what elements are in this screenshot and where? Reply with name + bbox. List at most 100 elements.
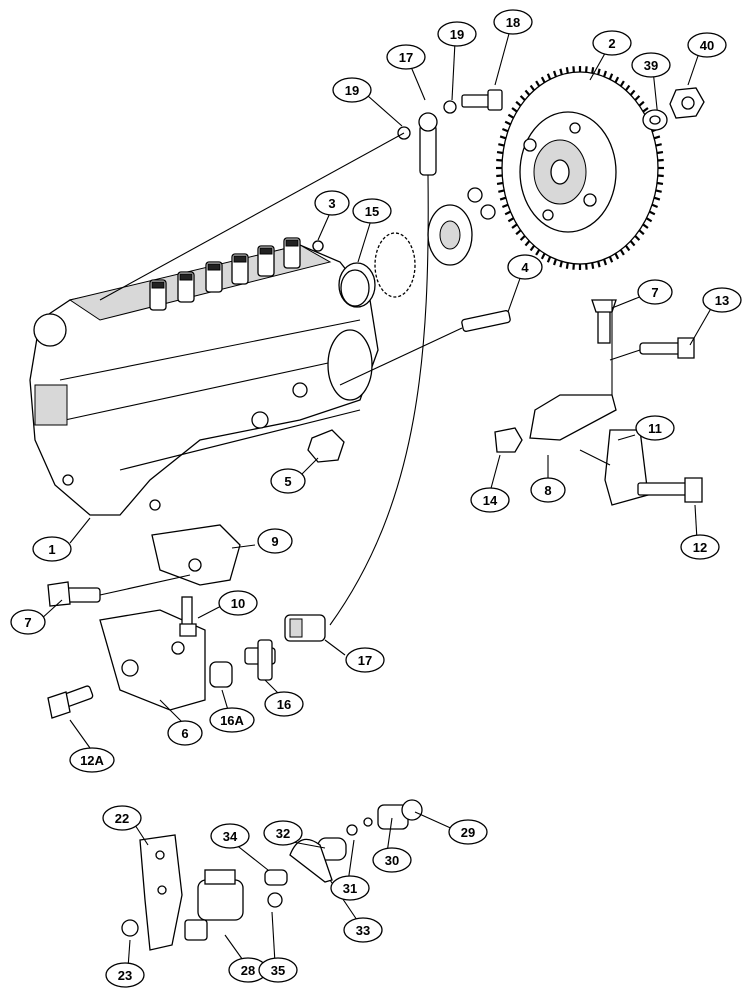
gear-tooth — [653, 196, 661, 201]
gear-tooth — [656, 150, 664, 155]
callout-label: 5 — [284, 474, 291, 489]
callout-label: 35 — [271, 963, 285, 978]
gear-tooth — [642, 223, 649, 229]
callout-label: 6 — [181, 726, 188, 741]
callout-label: 16A — [220, 713, 244, 728]
callout-label: 18 — [506, 15, 520, 30]
callout-label: 17 — [358, 653, 372, 668]
callout-label: 7 — [651, 285, 658, 300]
gear-tooth — [597, 68, 601, 75]
callout-4: 4 — [507, 254, 543, 280]
callout-label: 12A — [80, 753, 104, 768]
gear-tooth — [634, 235, 641, 241]
callout-1: 1 — [32, 536, 72, 562]
gear-tooth — [559, 68, 563, 75]
callout-group: 1 2 3 4 5 6 7 7 8 9 10 11 12 12A 13 14 1… — [10, 9, 742, 988]
callout-30: 30 — [372, 847, 412, 873]
callout-label: 3 — [328, 196, 335, 211]
gear-tooth — [496, 150, 504, 155]
gear-tooth — [496, 181, 504, 186]
callout-label: 1 — [48, 542, 55, 557]
callout-label: 29 — [461, 825, 475, 840]
gear-tooth — [591, 262, 595, 269]
callout-31: 31 — [330, 875, 370, 901]
callout-label: 15 — [365, 204, 379, 219]
gear-tooth — [546, 256, 552, 263]
gear-tooth — [546, 73, 552, 80]
callout-label: 22 — [115, 811, 129, 826]
gear-tooth — [519, 95, 526, 101]
callout-29: 29 — [448, 819, 488, 845]
gear-tooth — [608, 256, 614, 263]
callout-11: 11 — [635, 415, 675, 441]
gear-tooth — [540, 76, 546, 83]
callout-23: 23 — [105, 962, 145, 988]
callout-label: 19 — [345, 83, 359, 98]
callout-14: 14 — [470, 487, 510, 513]
callout-15: 15 — [352, 198, 392, 224]
callout-39: 39 — [631, 52, 671, 78]
gear-tooth — [498, 143, 505, 147]
gear-tooth — [524, 240, 531, 247]
callout-33: 33 — [343, 917, 383, 943]
callout-7-upper: 7 — [637, 279, 673, 305]
gear-tooth — [511, 107, 518, 113]
callout-9: 9 — [257, 528, 293, 554]
callout-16: 16 — [264, 691, 304, 717]
callout-6: 6 — [167, 720, 203, 746]
gear-tooth — [642, 107, 649, 113]
callout-label: 32 — [276, 826, 290, 841]
gear-tooth — [619, 249, 625, 256]
callout-5: 5 — [270, 468, 306, 494]
gear-tooth — [499, 135, 507, 140]
gear-tooth — [501, 127, 509, 133]
gear-tooth — [519, 235, 526, 241]
gear-tooth — [507, 113, 515, 119]
gear-tooth — [656, 181, 664, 186]
callout-label: 13 — [715, 293, 729, 308]
callout-label: 33 — [356, 923, 370, 938]
callout-label: 34 — [223, 829, 238, 844]
gear-tooth — [591, 67, 595, 74]
callout-13: 13 — [702, 287, 742, 313]
gear-tooth — [653, 135, 661, 140]
gear-tooth — [624, 245, 631, 252]
callout-32: 32 — [263, 820, 303, 846]
callout-17-upper: 17 — [386, 44, 426, 70]
callout-label: 11 — [648, 421, 662, 436]
gear-tooth — [552, 70, 557, 78]
gear-tooth — [504, 120, 512, 126]
gear-tooth — [638, 229, 645, 236]
tee-fitting-parts — [209, 614, 326, 688]
callout-19-right: 19 — [437, 21, 477, 47]
callout-label: 30 — [385, 853, 399, 868]
gear-tooth — [515, 100, 522, 107]
callout-label: 31 — [343, 881, 357, 896]
callout-label: 14 — [483, 493, 498, 508]
gear-tooth — [535, 249, 541, 256]
gear-tooth — [524, 89, 531, 96]
callout-10: 10 — [218, 590, 258, 616]
callout-18: 18 — [493, 9, 533, 35]
callout-22: 22 — [102, 805, 142, 831]
callout-40: 40 — [687, 32, 727, 58]
gear-tooth — [655, 143, 662, 147]
gear-tooth — [540, 253, 546, 260]
callout-28: 28 — [228, 957, 268, 983]
callout-label: 8 — [544, 483, 551, 498]
gear-tooth — [535, 80, 541, 87]
callout-34: 34 — [210, 823, 250, 849]
callout-label: 4 — [521, 260, 529, 275]
callout-16a: 16A — [209, 707, 255, 733]
callout-label: 39 — [644, 58, 658, 73]
callout-label: 19 — [450, 27, 464, 42]
callout-label: 12 — [693, 540, 707, 555]
pump-hub-parts — [312, 187, 496, 308]
gear-tooth — [515, 229, 522, 236]
gear-tooth — [529, 84, 536, 91]
callout-label: 9 — [271, 534, 278, 549]
gear-tooth — [597, 261, 601, 268]
callout-label: 23 — [118, 968, 132, 983]
fitting-parts-top — [99, 89, 503, 626]
